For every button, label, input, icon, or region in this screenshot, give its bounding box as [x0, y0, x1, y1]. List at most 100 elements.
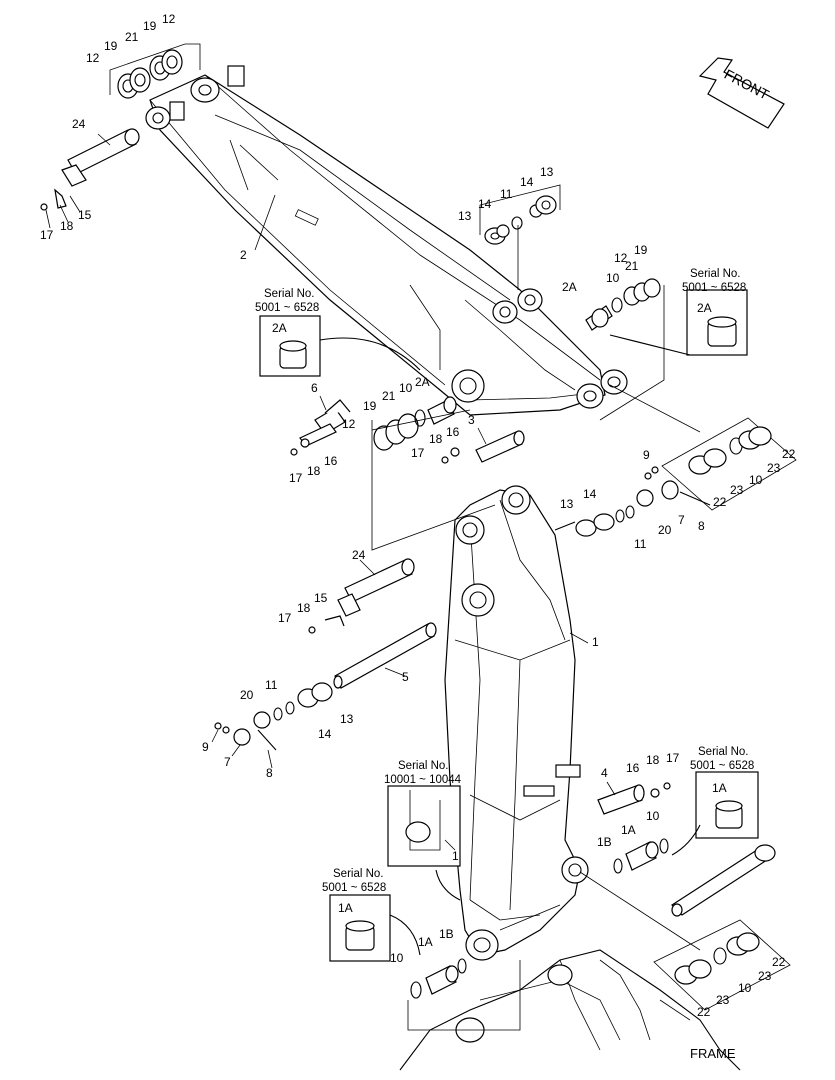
callout-17: 17 — [278, 611, 292, 625]
arm-body — [145, 65, 628, 416]
callout-20: 20 — [658, 523, 672, 537]
serial-range-arm-right: 5001 ~ 6528 — [682, 282, 746, 294]
callout-24: 24 — [352, 548, 366, 562]
callout-17: 17 — [666, 751, 680, 765]
callout-16: 16 — [324, 454, 338, 468]
callout-18: 18 — [60, 219, 74, 233]
callout-9: 9 — [202, 740, 209, 754]
callout-1a-box-left: 1A — [338, 901, 353, 915]
serial-range-boom-foot: 5001 ~ 6528 — [322, 882, 386, 894]
callout-1: 1 — [592, 635, 599, 649]
callout-15: 15 — [314, 591, 328, 605]
callouts: 12 19 21 19 12 24 15 18 17 2 13 14 11 14… — [40, 12, 796, 1019]
hardware-arm-right — [479, 184, 748, 421]
callout-12: 12 — [342, 417, 356, 431]
frame-label: FRAME — [690, 1046, 736, 1061]
callout-4: 4 — [601, 766, 608, 780]
callout-1a-box-right: 1A — [712, 781, 727, 795]
callout-23: 23 — [767, 461, 781, 475]
callout-1b: 1B — [439, 927, 454, 941]
serial-label-arm-right: Serial No. — [690, 268, 741, 280]
hardware-right-middle — [554, 384, 797, 537]
callout-2a-box-left: 2A — [272, 321, 287, 335]
callout-10: 10 — [390, 951, 404, 965]
callout-23: 23 — [730, 483, 744, 497]
callout-13: 13 — [340, 712, 354, 726]
callout-13: 13 — [540, 165, 554, 179]
hardware-boom-foot — [329, 771, 791, 1031]
serial-range-boom-right: 5001 ~ 6528 — [690, 760, 754, 772]
callout-18: 18 — [646, 753, 660, 767]
callout-17: 17 — [289, 471, 303, 485]
serial-range-arm-left: 5001 ~ 6528 — [255, 302, 319, 314]
callout-22: 22 — [782, 447, 796, 461]
boom-body — [444, 485, 589, 961]
callout-13: 13 — [560, 497, 574, 511]
serial-label-boom-foot: Serial No. — [333, 868, 384, 880]
callout-1a: 1A — [418, 935, 433, 949]
serial-label-boom-left: Serial No. — [398, 760, 449, 772]
callout-19: 19 — [143, 19, 157, 33]
callout-19: 19 — [634, 243, 648, 257]
callout-23: 23 — [758, 969, 772, 983]
callout-18: 18 — [297, 601, 311, 615]
callout-10: 10 — [749, 473, 763, 487]
callout-17: 17 — [411, 446, 425, 460]
callout-5: 5 — [402, 670, 409, 684]
serial-label-arm-left: Serial No. — [264, 288, 315, 300]
callout-7: 7 — [224, 755, 231, 769]
callout-21: 21 — [625, 259, 639, 273]
callout-10: 10 — [606, 271, 620, 285]
callout-16: 16 — [626, 761, 640, 775]
callout-16: 16 — [446, 425, 460, 439]
serial-range-boom-left: 10001 ~ 10044 — [384, 774, 462, 786]
hardware-top-left — [40, 43, 201, 211]
callout-10: 10 — [646, 809, 660, 823]
callout-18: 18 — [307, 464, 321, 478]
callout-2a-box-right: 2A — [697, 301, 712, 315]
callout-21: 21 — [382, 389, 396, 403]
callout-21: 21 — [125, 30, 139, 44]
callout-2a: 2A — [562, 280, 577, 294]
callout-11: 11 — [265, 678, 278, 692]
callout-1a: 1A — [621, 823, 636, 837]
callout-8: 8 — [266, 766, 273, 780]
callout-8: 8 — [698, 519, 705, 533]
callout-1b: 1B — [597, 835, 612, 849]
callout-22: 22 — [713, 495, 727, 509]
callout-24: 24 — [72, 117, 86, 131]
serial-labels: Serial No. 5001 ~ 6528 Serial No. 5001 ~… — [255, 268, 754, 894]
callout-14: 14 — [318, 727, 332, 741]
callout-13: 13 — [458, 209, 472, 223]
hardware-left-middle — [259, 315, 525, 551]
callout-17: 17 — [40, 228, 54, 242]
callout-9: 9 — [643, 448, 650, 462]
callout-6: 6 — [311, 381, 318, 395]
callout-19: 19 — [363, 399, 377, 413]
callout-22: 22 — [697, 1005, 711, 1019]
callout-2a: 2A — [415, 375, 430, 389]
callout-3: 3 — [468, 413, 475, 427]
leader-lines — [45, 133, 616, 851]
callout-19: 19 — [104, 39, 118, 53]
callout-12: 12 — [162, 12, 176, 26]
front-arrow: FRONT — [698, 57, 785, 129]
callout-11: 11 — [634, 537, 647, 551]
callout-15: 15 — [78, 208, 92, 222]
callout-1-box: 1 — [452, 849, 459, 863]
callout-14: 14 — [583, 487, 597, 501]
callout-23: 23 — [716, 993, 730, 1007]
callout-12: 12 — [614, 251, 628, 265]
callout-18: 18 — [429, 432, 443, 446]
serial-label-boom-right: Serial No. — [698, 746, 749, 758]
callout-22: 22 — [772, 955, 786, 969]
callout-20: 20 — [240, 688, 254, 702]
frame-body: FRAME — [399, 844, 776, 1071]
callout-14: 14 — [478, 197, 492, 211]
callout-11: 11 — [500, 187, 513, 201]
callout-2: 2 — [240, 248, 247, 262]
callout-12: 12 — [86, 51, 100, 65]
callout-7: 7 — [678, 513, 685, 527]
callout-14: 14 — [520, 175, 534, 189]
